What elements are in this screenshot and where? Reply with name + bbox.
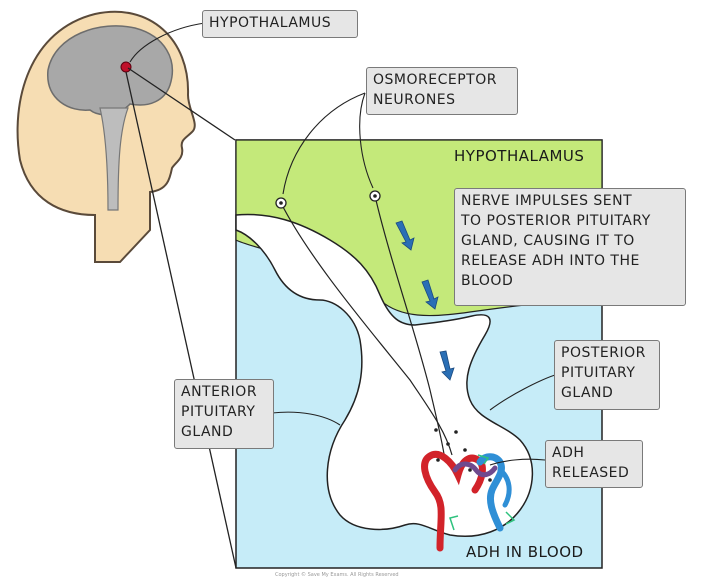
osmoreceptor-cell-1-nucleus: [279, 201, 283, 205]
posterior-pituitary-label: POSTERIOR PITUITARY GLAND: [554, 340, 660, 410]
osmoreceptor-text-1: OSMORECEPTOR: [373, 72, 497, 88]
flow-arrow-3: [449, 515, 459, 531]
adh-released-text-1: ADH: [552, 445, 585, 461]
leader-hypothalamus: [129, 22, 206, 63]
adh-released-text-2: RELEASED: [552, 465, 630, 481]
leader-adh: [489, 458, 546, 466]
nerve-fibre-1: [280, 202, 453, 456]
impulse-arrow-1: [395, 220, 415, 251]
nerve-impulse-text-3: GLAND, CAUSING IT TO: [461, 233, 635, 249]
osmoreceptor-label: OSMORECEPTOR NEURONES: [366, 67, 518, 115]
anterior-pituitary-label: ANTERIOR PITUITARY GLAND: [174, 379, 274, 449]
nerve-impulse-text-5: BLOOD: [461, 273, 514, 289]
posterior-text-1: POSTERIOR: [561, 345, 646, 361]
adh-dot-1: [434, 428, 438, 432]
impulse-arrows: [395, 220, 455, 381]
leader-osmoreceptor-b: [359, 92, 374, 189]
leader-anterior: [271, 411, 341, 426]
posterior-text-2: PITUITARY: [561, 365, 636, 381]
nerve-impulse-text-4: RELEASE ADH INTO THE: [461, 253, 640, 269]
zoom-line-bottom: [125, 71, 237, 569]
posterior-text-3: GLAND: [561, 385, 614, 401]
adh-dot-2: [454, 430, 458, 434]
flow-arrow-2: [505, 511, 516, 525]
nerve-impulse-text-1: NERVE IMPULSES SENT: [461, 193, 633, 209]
osmoreceptor-cell-2-nucleus: [373, 194, 377, 198]
adh-dot-5: [463, 448, 467, 452]
leader-lines: [129, 22, 556, 466]
nerve-impulse-text-2: TO POSTERIOR PITUITARY: [461, 213, 651, 229]
hypothalamus-head-label: HYPOTHALAMUS: [202, 10, 358, 38]
adh-dot-7: [488, 478, 492, 482]
purple-vessel: [452, 461, 498, 478]
hypothalamus-head-text: HYPOTHALAMUS: [209, 15, 332, 31]
leader-osmoreceptor-a: [282, 92, 366, 195]
flow-arrow-1: [477, 454, 490, 465]
blood-vessels: [421, 428, 516, 552]
adh-dot-3: [446, 442, 450, 446]
adh-dot-6: [468, 468, 472, 472]
vein-vessel: [476, 453, 505, 532]
impulse-arrow-2: [421, 279, 439, 310]
pituitary-gland: [235, 213, 534, 537]
nerve-impulse-label: NERVE IMPULSES SENT TO POSTERIOR PITUITA…: [454, 188, 686, 306]
brain-shape: [47, 25, 174, 116]
hypothalamus-dot: [120, 61, 132, 73]
vein-vessel-2: [497, 467, 512, 508]
osmoreceptor-text-2: NEURONES: [373, 92, 456, 108]
hypothalamus-region-label: HYPOTHALAMUS: [454, 147, 585, 165]
anterior-text-1: ANTERIOR: [181, 384, 258, 400]
copyright-text: Copyright © Save My Exams. All Rights Re…: [275, 572, 399, 578]
leader-posterior: [489, 374, 556, 411]
adh-released-label: ADH RELEASED: [545, 440, 643, 488]
impulse-arrow-3: [439, 350, 455, 381]
brainstem-shape: [99, 107, 129, 211]
anterior-text-3: GLAND: [181, 424, 234, 440]
nerve-fibre-2: [374, 195, 446, 461]
anterior-text-2: PITUITARY: [181, 404, 256, 420]
zoom-line-top: [127, 67, 236, 141]
adh-dot-4: [436, 458, 440, 462]
adh-in-blood-label: ADH IN BLOOD: [466, 543, 584, 561]
head-illustration: [16, 10, 196, 263]
